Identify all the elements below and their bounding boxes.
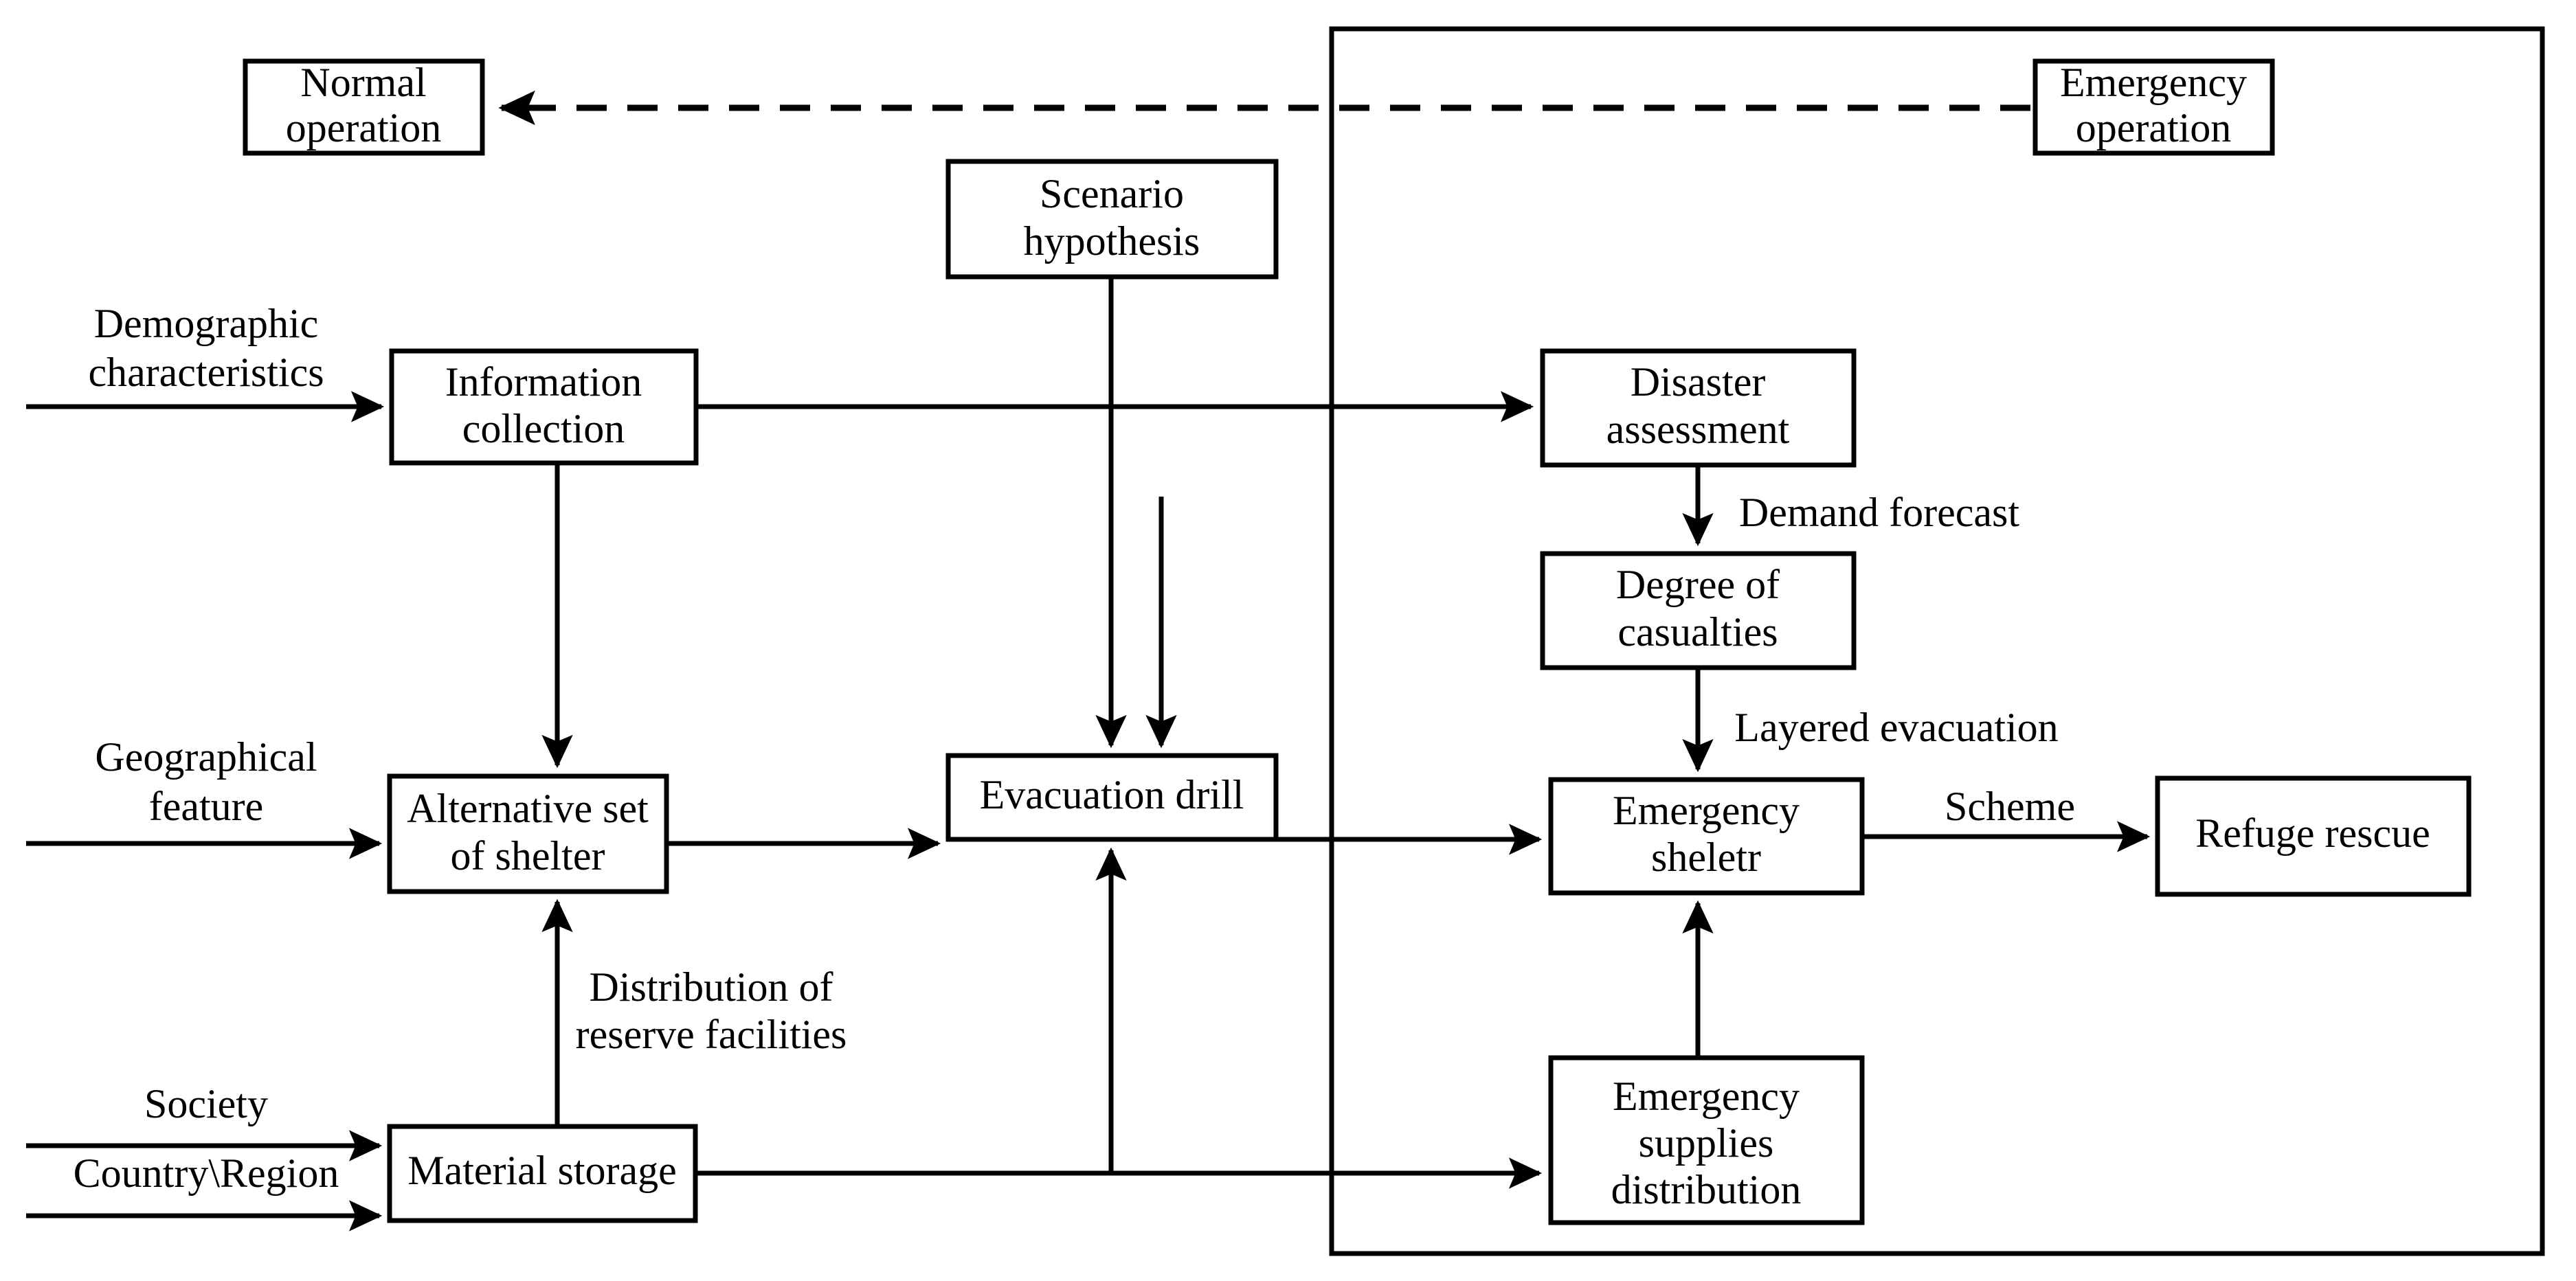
- node-disaster-assessment[interactable]: Disaster assessment: [1540, 348, 1857, 468]
- node-information-collection[interactable]: Information collection: [389, 348, 699, 466]
- node-refuge-rescue[interactable]: Refuge rescue: [2155, 775, 2472, 897]
- node-emergency-operation[interactable]: Emergency operation: [2032, 58, 2275, 156]
- svg-text:Demographic: Demographic: [94, 301, 319, 346]
- svg-text:Geographical: Geographical: [95, 734, 317, 780]
- node-evacuation-drill[interactable]: Evacuation drill: [945, 753, 1279, 842]
- input-label-society: Society: [144, 1081, 268, 1126]
- node-emergency-shelter[interactable]: Emergency sheletr: [1548, 777, 1865, 896]
- node-normal-operation[interactable]: Normal operation: [243, 58, 485, 156]
- edge-label-demand-forecast: Demand forecast: [1739, 490, 2019, 535]
- svg-text:Society: Society: [144, 1081, 268, 1126]
- node-label-emergency-operation-line1: Emergency: [2060, 60, 2247, 105]
- node-label-scenario-hypothesis-line1: Scenario: [1040, 171, 1184, 216]
- node-label-alternative-set-of-shelter-line1: Alternative set: [407, 786, 649, 831]
- node-label-refuge-rescue: Refuge rescue: [2195, 810, 2430, 856]
- node-label-normal-operation-line1: Normal: [300, 60, 426, 105]
- emergency-operation-region: [1329, 26, 2545, 1256]
- node-label-emergency-shelter-line2: sheletr: [1651, 835, 1761, 880]
- node-degree-of-casualties[interactable]: Degree of casualties: [1540, 551, 1857, 670]
- input-label-demographic-characteristics: Demographic characteristics: [88, 301, 324, 395]
- node-label-disaster-assessment-line2: assessment: [1606, 407, 1790, 452]
- node-label-normal-operation-line2: operation: [286, 105, 442, 150]
- svg-text:Country\Region: Country\Region: [74, 1150, 339, 1196]
- node-label-emergency-shelter-line1: Emergency: [1613, 788, 1800, 833]
- node-label-material-storage: Material storage: [407, 1148, 677, 1193]
- edge-label-distribution-reserve-line2: reserve facilities: [576, 1012, 847, 1057]
- node-label-emergency-supplies-distribution-line3: distribution: [1611, 1167, 1802, 1212]
- node-label-disaster-assessment-line1: Disaster: [1631, 359, 1766, 405]
- node-alternative-set-of-shelter[interactable]: Alternative set of shelter: [387, 773, 669, 894]
- node-label-emergency-supplies-distribution-line2: supplies: [1639, 1120, 1774, 1166]
- node-emergency-supplies-distribution[interactable]: Emergency supplies distribution: [1548, 1055, 1865, 1225]
- node-label-information-collection-line1: Information: [445, 359, 642, 405]
- edge-label-layered-evacuation: Layered evacuation: [1734, 705, 2058, 750]
- svg-text:characteristics: characteristics: [88, 350, 324, 395]
- node-label-emergency-operation-line2: operation: [2076, 105, 2232, 150]
- edge-label-distribution-reserve-line1: Distribution of: [590, 964, 833, 1010]
- node-scenario-hypothesis[interactable]: Scenario hypothesis: [945, 159, 1279, 280]
- edge-label-scheme: Scheme: [1945, 784, 2075, 829]
- svg-text:feature: feature: [149, 784, 264, 829]
- input-label-country-region: Country\Region: [74, 1150, 339, 1196]
- node-material-storage[interactable]: Material storage: [387, 1124, 698, 1223]
- node-label-degree-of-casualties-line2: casualties: [1617, 609, 1778, 655]
- node-label-information-collection-line2: collection: [462, 406, 625, 451]
- input-label-geographical-feature: Geographical feature: [95, 734, 317, 829]
- node-label-emergency-supplies-distribution-line1: Emergency: [1613, 1074, 1800, 1119]
- node-label-evacuation-drill: Evacuation drill: [980, 772, 1244, 817]
- node-label-degree-of-casualties-line1: Degree of: [1616, 562, 1780, 607]
- node-label-alternative-set-of-shelter-line2: of shelter: [451, 833, 605, 878]
- node-label-scenario-hypothesis-line2: hypothesis: [1024, 218, 1200, 264]
